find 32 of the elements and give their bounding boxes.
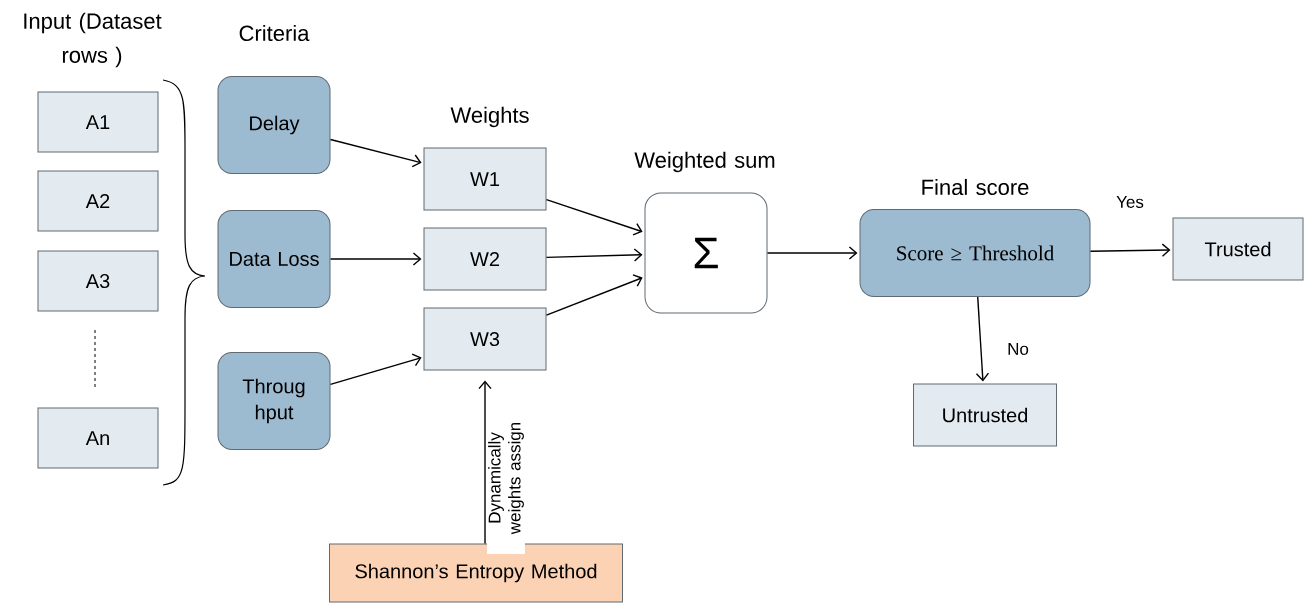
arrow: [545, 198, 643, 236]
arrow: [329, 252, 422, 266]
arrow: [545, 248, 643, 262]
arrow: [975, 296, 990, 382]
column-heading: Weighted sum: [634, 151, 775, 173]
criterion-box: Delay: [217, 76, 331, 174]
process-box: A1: [37, 91, 159, 153]
process-box: A3: [37, 250, 159, 312]
arrow: [1089, 243, 1171, 257]
criterion-box: Data Loss: [217, 210, 331, 308]
process-box: W3: [423, 307, 547, 371]
process-box: An: [37, 407, 159, 469]
column-heading: Criteria: [239, 24, 310, 42]
edge-label: Dynamically weights assign: [487, 402, 525, 554]
edge-label: No: [1006, 342, 1030, 356]
arrow: [329, 353, 422, 386]
column-heading: Weights: [450, 106, 529, 128]
edge-label: Yes: [1115, 195, 1145, 209]
column-heading: Input (Dataset rows ): [24, 12, 162, 68]
process-box: Trusted: [1172, 217, 1304, 281]
arrow: [766, 246, 858, 260]
process-box: Untrusted: [913, 383, 1057, 447]
method-box: Shannon’s Entropy Method: [329, 543, 623, 603]
arrow: [478, 380, 492, 545]
process-box: A2: [37, 170, 159, 232]
process-box: W1: [423, 147, 547, 211]
sum-box: Σ: [644, 192, 768, 314]
arrow: [545, 274, 643, 316]
criterion-box: Throug hput: [217, 352, 331, 450]
process-box: W2: [423, 227, 547, 291]
arrow: [329, 138, 422, 168]
decision-box: Score ≥ Threshold: [859, 209, 1091, 297]
